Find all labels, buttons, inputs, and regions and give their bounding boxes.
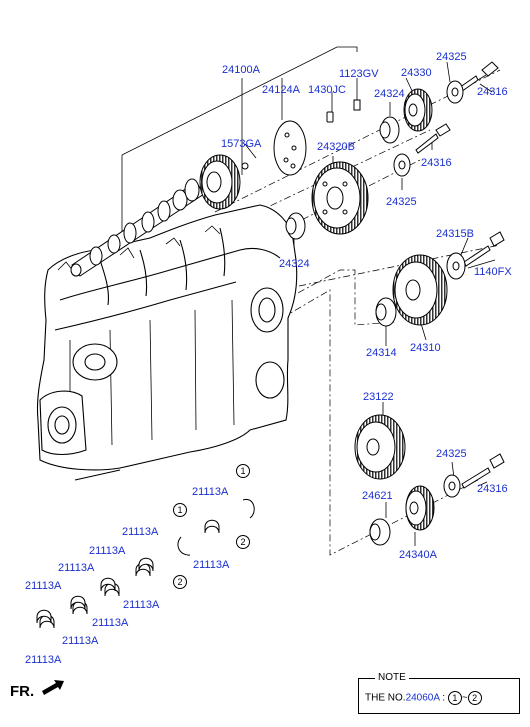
note-dash: ~ xyxy=(461,692,468,704)
cam-sprocket xyxy=(199,154,241,210)
label-24310: 24310 xyxy=(410,342,441,354)
washers xyxy=(393,80,466,498)
main-bearings xyxy=(36,519,220,629)
note-to: 2 xyxy=(467,691,482,705)
label-24324-mid: 24324 xyxy=(279,258,310,270)
label-24100A: 24100A xyxy=(222,64,260,76)
front-arrow-icon xyxy=(42,680,64,695)
marker-2-low: 2 xyxy=(173,575,187,589)
label-1123GV: 1123GV xyxy=(339,68,379,80)
label-21113A-10: 21113A xyxy=(25,654,62,666)
note-number: 24060A xyxy=(405,692,440,704)
note-text: THE NO.24060A : 1~2 xyxy=(365,691,482,705)
label-24316-low: 24316 xyxy=(477,483,508,495)
label-24325-low: 24325 xyxy=(436,448,467,460)
label-21113A-7: 21113A xyxy=(123,599,160,611)
label-1140FX: 1140FX xyxy=(474,266,512,278)
marker-2-top: 2 xyxy=(236,535,250,549)
label-24320B: 24320B xyxy=(317,141,355,153)
label-1430JC: 1430JC xyxy=(308,84,346,96)
sensor-plate xyxy=(273,120,307,176)
label-24316-mid: 24316 xyxy=(421,157,452,169)
bearing-half xyxy=(100,577,116,592)
bearing-half xyxy=(138,557,154,572)
bearing-half xyxy=(36,609,52,624)
pins-and-bolts xyxy=(241,61,505,489)
label-21113A-4: 21113A xyxy=(89,545,126,557)
label-24314: 24314 xyxy=(366,347,397,359)
label-24325-mid: 24325 xyxy=(386,196,417,208)
label-24315B: 24315B xyxy=(436,228,474,240)
note-from: 1 xyxy=(447,691,462,705)
label-24621: 24621 xyxy=(362,490,393,502)
engine-block xyxy=(36,204,298,481)
label-24316-top: 24316 xyxy=(477,86,508,98)
label-21113A-2: 21113A xyxy=(193,559,230,571)
marker-1-top: 1 xyxy=(236,464,250,478)
front-label: FR. xyxy=(10,683,35,700)
label-24324-top: 24324 xyxy=(374,88,405,100)
label-21113A-8: 21113A xyxy=(92,617,129,629)
label-21113A-3: 21113A xyxy=(122,526,159,538)
note-colon: : xyxy=(439,692,448,704)
label-24340A: 24340A xyxy=(399,549,437,561)
label-24325-top: 24325 xyxy=(436,51,467,63)
label-24330: 24330 xyxy=(401,67,432,79)
bearing-shells xyxy=(177,498,255,556)
note-prefix: THE NO. xyxy=(365,692,406,704)
note-box: NOTE THE NO.24060A : 1~2 xyxy=(358,672,520,714)
label-21113A-5: 21113A xyxy=(58,562,95,574)
bearing-half xyxy=(204,519,220,534)
camshaft xyxy=(70,178,205,277)
marker-1-low: 1 xyxy=(173,503,187,517)
gears xyxy=(311,88,448,531)
label-21113A-1: 21113A xyxy=(192,486,229,498)
label-24124A: 24124A xyxy=(262,84,300,96)
note-title: NOTE xyxy=(375,672,409,683)
hubs xyxy=(285,116,400,546)
label-21113A-9: 21113A xyxy=(62,635,99,647)
label-23122: 23122 xyxy=(363,391,394,403)
label-1573GA: 1573GA xyxy=(221,138,262,150)
bearing-half xyxy=(70,595,86,610)
label-21113A-6: 21113A xyxy=(25,580,62,592)
